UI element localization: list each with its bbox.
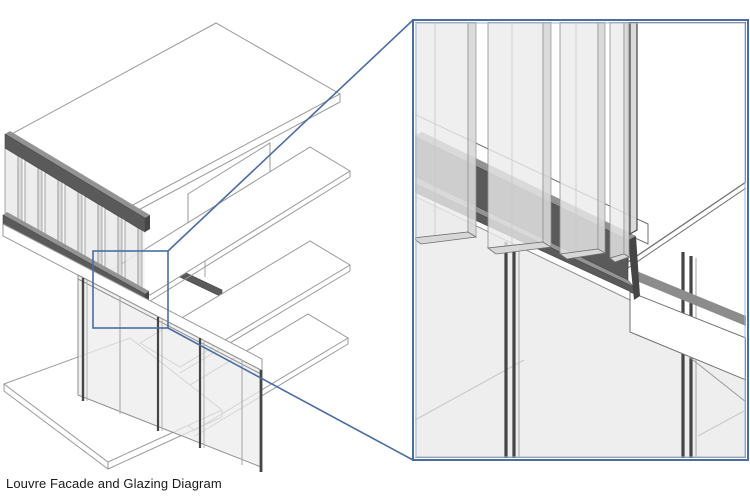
rail-top-face (5, 131, 150, 218)
louvre-fin (486, 22, 553, 255)
louvre-fin (415, 22, 478, 245)
detail-view (415, 22, 746, 458)
edge-beam-face (629, 291, 746, 381)
louvre-fin (558, 22, 607, 260)
louvre-fin (609, 22, 630, 263)
plate-thickness-edge (149, 176, 351, 302)
louvre-fin-edge-on (629, 22, 638, 236)
detail-fin-array (415, 22, 638, 263)
rail-end-cap (145, 215, 150, 232)
leader-line-top (167, 19, 414, 252)
glazing-mullions (81, 278, 263, 472)
glass-reflection-line (697, 409, 746, 437)
building-overview (2, 19, 414, 472)
detail-mullion-pair-left (504, 242, 520, 458)
glazing-head-line (77, 278, 262, 375)
plate-shadow-stripe (634, 270, 746, 326)
plate-thickness-edge (627, 187, 746, 269)
louvre-top-rail (4, 131, 150, 233)
lower-glazing (77, 274, 263, 472)
rail-end-cap (628, 236, 640, 300)
rail-top-face (3, 212, 149, 294)
detail-callout-box (92, 250, 169, 329)
detail-glazing-face (415, 195, 746, 458)
detail-view-border (412, 19, 749, 461)
beam-bottom-line (687, 355, 746, 403)
detail-edge-beam (629, 291, 746, 403)
leader-line-bottom (167, 327, 414, 461)
diagram-caption: Louvre Facade and Glazing Diagram (6, 476, 222, 491)
louvre-fin (104, 207, 123, 282)
detail-view-inner-border (415, 22, 746, 458)
